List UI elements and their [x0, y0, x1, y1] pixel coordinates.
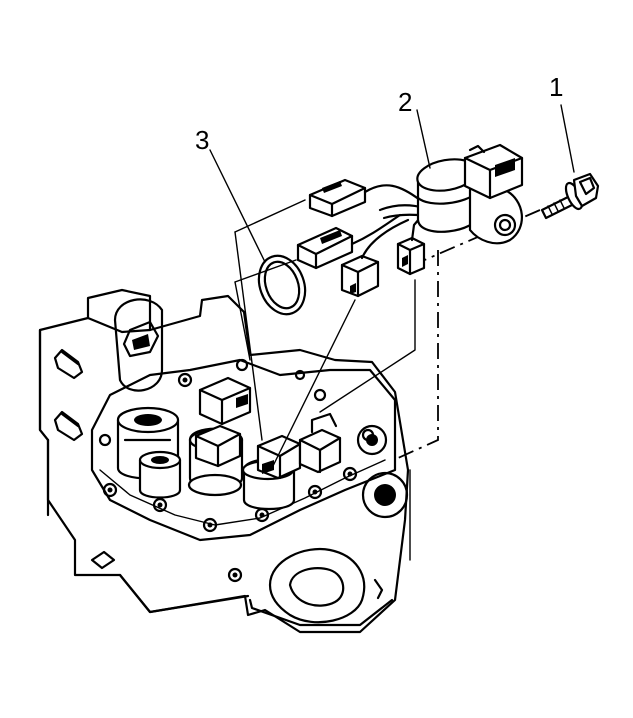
- bolt: [540, 172, 600, 220]
- speed-sensor: [416, 143, 524, 245]
- o-ring: [257, 254, 307, 316]
- left-studs: [46, 348, 84, 517]
- transmission-case: [38, 288, 410, 634]
- callout-1: 1: [549, 72, 564, 102]
- valve-solenoids: [116, 376, 342, 510]
- callout-2: 2: [398, 87, 413, 117]
- callout-leaders: [209, 104, 575, 263]
- callout-3: 3: [195, 125, 210, 155]
- routing-lines: [234, 199, 541, 561]
- harness-connectors: [296, 178, 430, 298]
- upper-boss: [113, 298, 164, 392]
